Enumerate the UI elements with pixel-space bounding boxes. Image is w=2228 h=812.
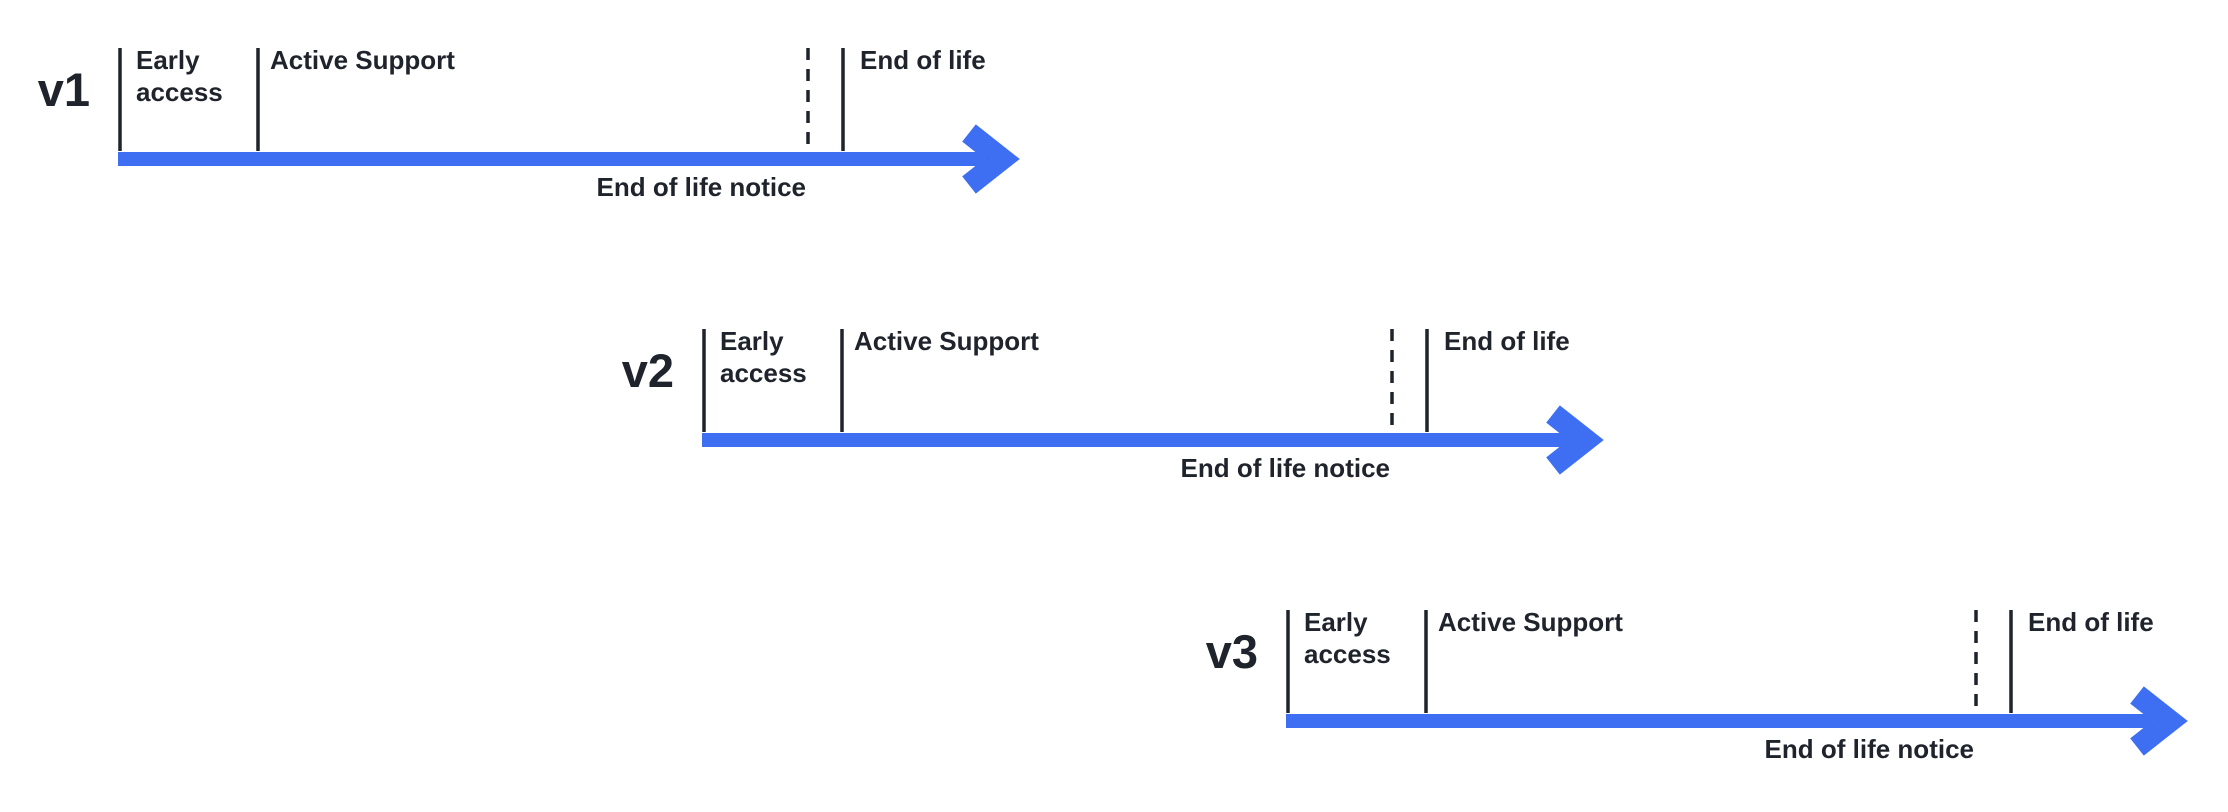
phase-label-active-support: Active Support <box>270 45 455 75</box>
timeline-arrow-head <box>962 124 1020 194</box>
phase-label-end-of-life: End of life <box>1444 326 1570 356</box>
end-of-life-notice-label: End of life notice <box>1764 734 1974 764</box>
phase-label-end-of-life: End of life <box>860 45 986 75</box>
timeline-arrow-graphic <box>118 48 1020 194</box>
timeline-arrow-head <box>2130 686 2188 756</box>
end-of-life-notice-label: End of life notice <box>1180 453 1390 483</box>
phase-label-end-of-life: End of life <box>2028 607 2154 637</box>
end-of-life-notice-label: End of life notice <box>596 172 806 202</box>
version-label: v3 <box>1205 625 1258 678</box>
timeline-arrow-head <box>1546 405 1604 475</box>
timeline-arrow-shaft <box>702 433 1568 447</box>
phase-label-active-support: Active Support <box>1438 607 1623 637</box>
phase-label-early-access: Early access <box>136 45 223 107</box>
timeline-arrow-graphic <box>702 329 1604 475</box>
timeline-arrow-shaft <box>118 152 984 166</box>
timeline-row-v2: v2 Early access Active Support End of li… <box>622 326 1652 529</box>
phase-label-early-access: Early access <box>720 326 807 388</box>
version-label: v2 <box>621 344 674 397</box>
timeline-row-v1: v1 Early access Active Support End of li… <box>38 45 1068 248</box>
timeline-arrow-shaft <box>1286 714 2152 728</box>
timeline-row-v3: v3 Early access Active Support End of li… <box>1206 607 2228 810</box>
phase-label-early-access: Early access <box>1304 607 1391 669</box>
timeline-arrow-graphic <box>1286 610 2188 756</box>
phase-label-active-support: Active Support <box>854 326 1039 356</box>
version-label: v1 <box>37 63 90 116</box>
